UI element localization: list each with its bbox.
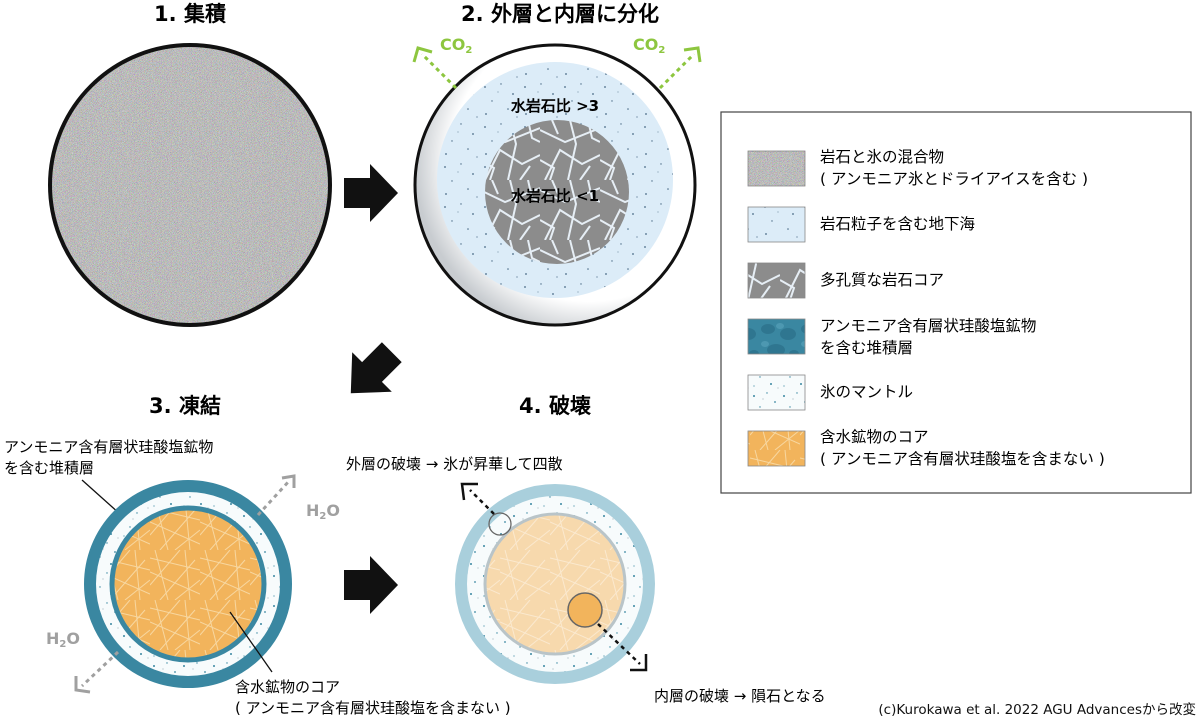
sediment-label-line1: アンモニア含有層状珪酸塩鉱物 bbox=[4, 438, 213, 456]
co2-arrowhead-left bbox=[412, 46, 433, 63]
step1-title: 1. 集積 bbox=[154, 2, 227, 26]
legend-mixture-line2: ( アンモニア氷とドライアイスを含む ) bbox=[820, 170, 1088, 188]
h2o-arrowhead-bottom bbox=[74, 676, 91, 694]
co2-label-right: CO2 bbox=[633, 35, 665, 56]
legend-swatch-porous bbox=[747, 262, 806, 299]
fragment-arrowhead-top bbox=[460, 482, 478, 501]
core-label-line2: ( アンモニア含有層状珪酸塩を含まない ) bbox=[235, 699, 511, 717]
outer-fragment bbox=[488, 512, 512, 536]
hydrous-core-step4 bbox=[483, 512, 627, 656]
h2o-label-top: H2O bbox=[306, 501, 340, 522]
credit-text: (c)Kurokawa et al. 2022 AGU Advancesから改変 bbox=[878, 701, 1196, 718]
co2-arrowhead-right bbox=[683, 46, 702, 63]
h2o-label-bottom: H2O bbox=[46, 629, 80, 650]
fragment-arrows bbox=[469, 489, 641, 665]
porous-rock-core bbox=[485, 120, 629, 264]
arrow-down-left bbox=[350, 342, 402, 394]
legend-swatch-mantle bbox=[747, 374, 806, 411]
co2-label-left: CO2 bbox=[440, 35, 472, 56]
arrow-right-2 bbox=[344, 556, 398, 614]
core-leader-line bbox=[229, 611, 273, 673]
step4-title: 4. 破壊 bbox=[519, 394, 591, 418]
legend-sediment-line2: を含む堆積層 bbox=[820, 339, 913, 357]
legend-mantle-line1: 氷のマントル bbox=[820, 383, 913, 401]
co2-escape-arrows bbox=[420, 52, 696, 90]
legend-sediment-line1: アンモニア含有層状珪酸塩鉱物 bbox=[820, 317, 1036, 335]
fragment-arrowhead-bottom bbox=[630, 654, 648, 672]
sediment-label-line2: を含む堆積層 bbox=[4, 459, 94, 477]
sediment-leader-line bbox=[81, 479, 121, 515]
inner-break-label: 内層の破壊 → 隕石となる bbox=[654, 687, 826, 705]
step3-title: 3. 凍結 bbox=[149, 394, 221, 418]
step2-title: 2. 外層と内層に分化 bbox=[461, 2, 659, 26]
outer-ratio-label: 水岩石比 >3 bbox=[511, 97, 599, 115]
legend-swatch-sediment bbox=[747, 318, 806, 355]
legend-hydrous-line1: 含水鉱物のコア bbox=[820, 428, 929, 446]
accreted-body bbox=[48, 43, 332, 327]
legend-mixture-line1: 岩石と氷の混合物 bbox=[820, 148, 944, 166]
hydrous-core-step3 bbox=[109, 505, 267, 663]
core-label-line1: 含水鉱物のコア bbox=[235, 678, 340, 696]
arrow-right-1 bbox=[344, 164, 398, 222]
legend-hydrous-line2: ( アンモニア含有層状珪酸塩を含まない ) bbox=[820, 450, 1105, 468]
legend-swatch-hydrous bbox=[747, 430, 806, 467]
legend-ocean-line1: 岩石粒子を含む地下海 bbox=[820, 215, 975, 233]
legend-swatch-mixture bbox=[747, 150, 806, 187]
meteorite-fragment bbox=[567, 592, 603, 628]
outer-break-label: 外層の破壊 → 氷が昇華して四散 bbox=[346, 455, 563, 473]
legend-porous-line1: 多孔質な岩石コア bbox=[820, 271, 944, 289]
h2o-escape-arrows bbox=[80, 478, 292, 688]
inner-ratio-label: 水岩石比 <1 bbox=[511, 187, 599, 205]
legend-swatch-ocean bbox=[747, 206, 806, 243]
h2o-arrowhead-top bbox=[281, 474, 296, 488]
